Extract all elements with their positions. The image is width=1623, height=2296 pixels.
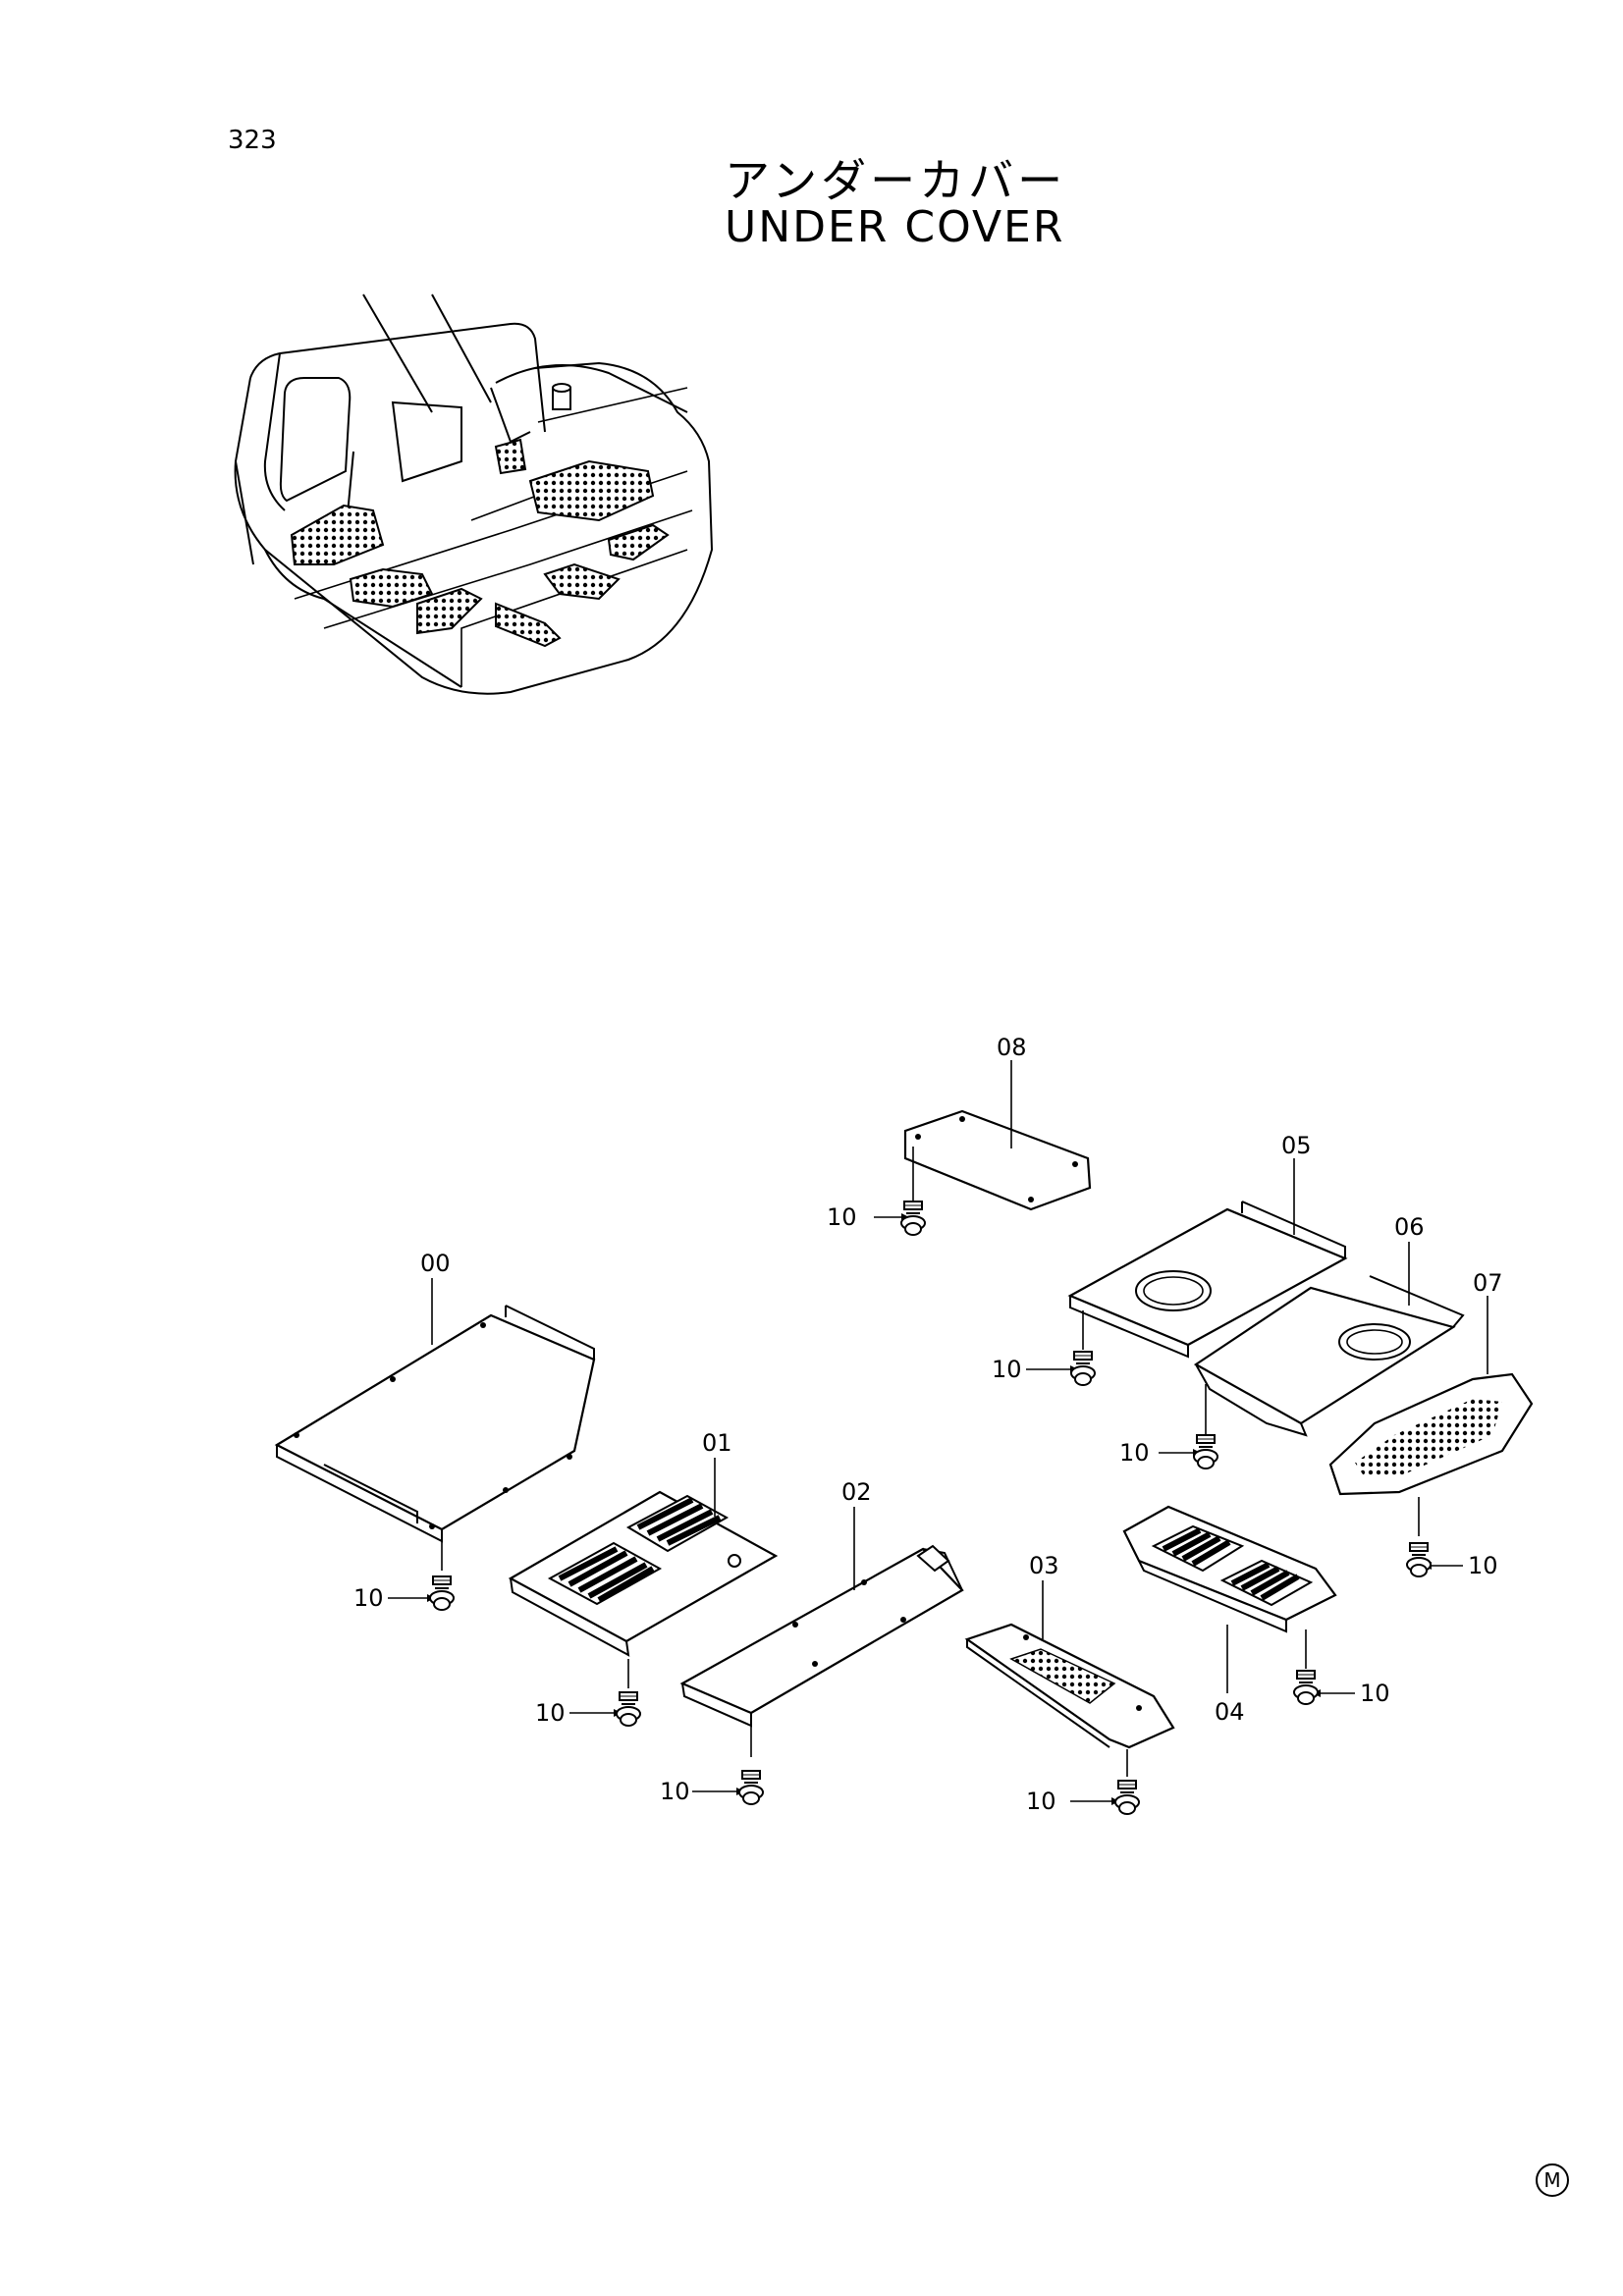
callout-10: 10 [992,1356,1022,1383]
part-02-long-plate [679,1507,964,1757]
part-05-plate [1067,1158,1348,1359]
callout-04: 04 [1215,1698,1245,1726]
bolt-icon [1406,1542,1432,1577]
part-06-plate [1193,1242,1465,1437]
part-03-plate [964,1580,1175,1777]
callout-10: 10 [827,1203,857,1231]
callout-10: 10 [535,1699,566,1727]
page-number: 323 [228,126,277,155]
bolts-part-10 [388,1201,1463,1815]
part-00-plate [274,1278,596,1571]
bolt-icon [900,1201,926,1236]
part-07-perforated-plate [1328,1296,1534,1536]
callout-10: 10 [1026,1788,1056,1815]
callout-07: 07 [1473,1269,1503,1297]
bolt-icon [1193,1434,1218,1469]
part-04-grille-plate [1122,1505,1337,1693]
machine-overview-illustration [234,294,714,695]
bolt-icon [1114,1780,1140,1815]
part-08-plate [903,1060,1092,1211]
bolt-icon [616,1691,641,1727]
title-japanese: アンダーカバー [725,154,1067,207]
callout-06: 06 [1394,1213,1425,1241]
callout-03: 03 [1029,1552,1059,1579]
callout-10: 10 [353,1584,384,1612]
callout-08: 08 [997,1034,1027,1061]
callout-00: 00 [420,1250,451,1277]
callout-10: 10 [1360,1680,1390,1707]
callout-10: 10 [1468,1552,1498,1579]
title-english: UNDER COVER [725,202,1065,252]
callout-10: 10 [660,1778,690,1805]
callout-01: 01 [702,1429,732,1457]
bolt-icon [1293,1670,1319,1705]
part-01-grille-plate [508,1458,779,1688]
bolt-icon [738,1770,764,1805]
callout-labels: 08 05 06 07 00 01 02 03 04 10 10 10 10 1… [353,1034,1503,1815]
callout-10: 10 [1119,1439,1150,1467]
footer-mark-icon: M [1536,2163,1569,2197]
callout-05: 05 [1281,1132,1312,1159]
bolt-icon [429,1575,455,1611]
bolt-icon [1070,1351,1096,1386]
callout-02: 02 [841,1478,872,1506]
